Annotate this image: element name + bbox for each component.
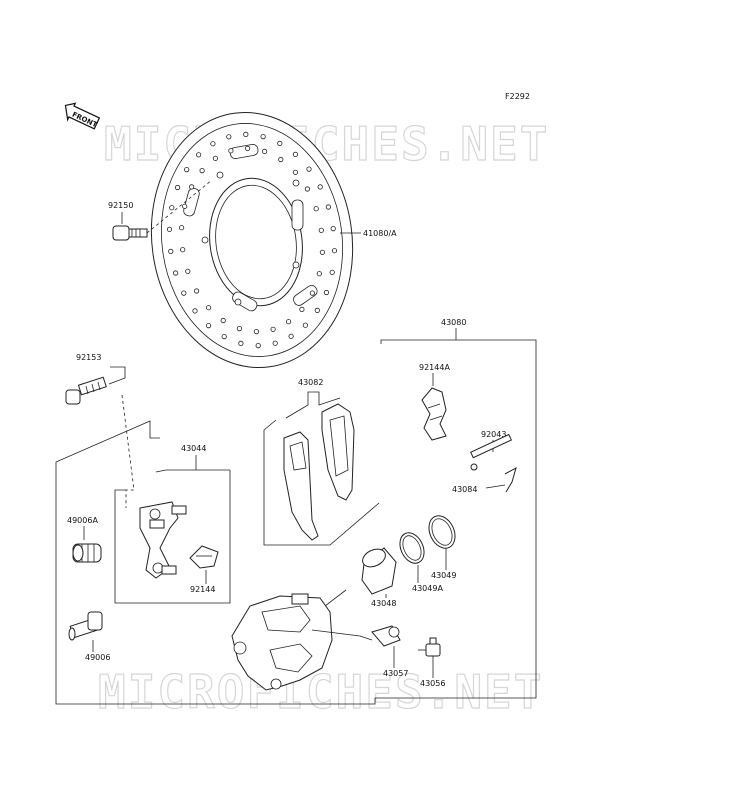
disc-hole [206, 305, 212, 311]
disc-hole [192, 308, 198, 314]
disc-hole [306, 166, 312, 172]
disc-hole [168, 248, 174, 254]
disc-hole [182, 203, 188, 209]
disc-hole [221, 333, 227, 340]
brake-disc [150, 111, 354, 369]
label-43056: 43056 [420, 679, 445, 688]
label-43049: 43049 [431, 571, 456, 580]
disc-hole [253, 328, 259, 335]
disc-hole [220, 317, 226, 324]
label-43084: 43084 [452, 485, 477, 494]
boot-49006 [68, 611, 103, 641]
disc-hole [309, 290, 315, 296]
label-92043: 92043 [481, 430, 506, 439]
disc-hole [272, 340, 278, 346]
disc-hole [173, 270, 179, 276]
disc-hole [245, 145, 251, 151]
disc-hole [199, 168, 205, 174]
disc-hole [330, 226, 336, 232]
cap-43057 [371, 625, 401, 647]
disc-hole [238, 340, 244, 346]
disc-hole [184, 167, 190, 173]
label-92150: 92150 [108, 201, 133, 210]
disc-hole [299, 306, 305, 312]
disc-hole [277, 140, 283, 146]
piston-43048 [361, 547, 397, 595]
spring-92144 [189, 545, 219, 569]
disc-hole [285, 319, 292, 325]
disc-hole [302, 322, 308, 328]
label-43044: 43044 [181, 444, 206, 453]
seal-43049a [399, 532, 425, 564]
disc-hole [236, 325, 242, 332]
pad-spring-92144a [421, 387, 447, 441]
brake-pads [283, 403, 355, 541]
disc-hole [292, 169, 298, 175]
caliper-bracket [139, 501, 187, 579]
label-43080: 43080 [441, 318, 466, 327]
disc-hole [185, 268, 191, 274]
label-92144a: 92144A [419, 363, 450, 372]
disc-hole [206, 322, 212, 329]
disc-hole [260, 134, 266, 140]
disc-hole [329, 269, 335, 275]
assembly-43044-bracket [114, 470, 231, 604]
disc-hole [278, 156, 284, 163]
seal-43049 [428, 515, 456, 549]
bolt-92153 [65, 376, 107, 405]
label-49006: 49006 [85, 653, 110, 662]
label-43082: 43082 [298, 378, 323, 387]
disc-hole [255, 342, 261, 349]
disc-hole [323, 289, 329, 296]
disc-hole [313, 206, 319, 212]
disc-hole [194, 288, 200, 294]
disc-hole [189, 184, 195, 190]
pad-pin-92043 [470, 433, 517, 493]
disc-hole [316, 271, 322, 277]
boot-49006a [72, 543, 102, 563]
label-43049a: 43049A [412, 584, 443, 593]
bleeder-43056 [418, 637, 441, 657]
label-41080-a: 41080/A [363, 229, 397, 238]
disc-hole [212, 155, 218, 161]
disc-hole [243, 131, 249, 137]
label-43057: 43057 [383, 669, 408, 678]
disc-hole [331, 248, 338, 254]
disc-hole [314, 307, 320, 313]
disc-hole [319, 249, 325, 255]
label-92153: 92153 [76, 353, 101, 362]
disc-drill-holes [166, 131, 338, 349]
disc-hole [261, 148, 268, 154]
label-49006a: 49006A [67, 516, 98, 525]
disc-hole [180, 247, 186, 253]
disc-hole [270, 326, 276, 332]
disc-hole [228, 148, 234, 154]
disc-hole [169, 205, 175, 211]
watermark-bottom: MICROFICHES.NET [98, 665, 543, 719]
disc-hole [304, 186, 310, 192]
figure-code: F2292 [505, 92, 530, 101]
disc-hole [181, 290, 187, 296]
disc-hole [196, 152, 202, 158]
front-arrow-icon: FRONT [64, 102, 101, 130]
bolt-92150 [112, 179, 213, 241]
disc-hole [175, 184, 181, 191]
disc-hole [288, 333, 294, 339]
disc-hole [317, 184, 323, 190]
disc-hole [210, 141, 216, 147]
disc-hole [318, 227, 324, 233]
label-92144: 92144 [190, 585, 215, 594]
assembly-43080-bracket [55, 339, 537, 705]
label-43048: 43048 [371, 599, 396, 608]
disc-hole [325, 204, 331, 210]
disc-hole [292, 151, 298, 157]
disc-hole [166, 226, 173, 232]
disc-hole [226, 134, 232, 140]
disc-hole [179, 225, 185, 231]
caliper-body [231, 593, 333, 691]
